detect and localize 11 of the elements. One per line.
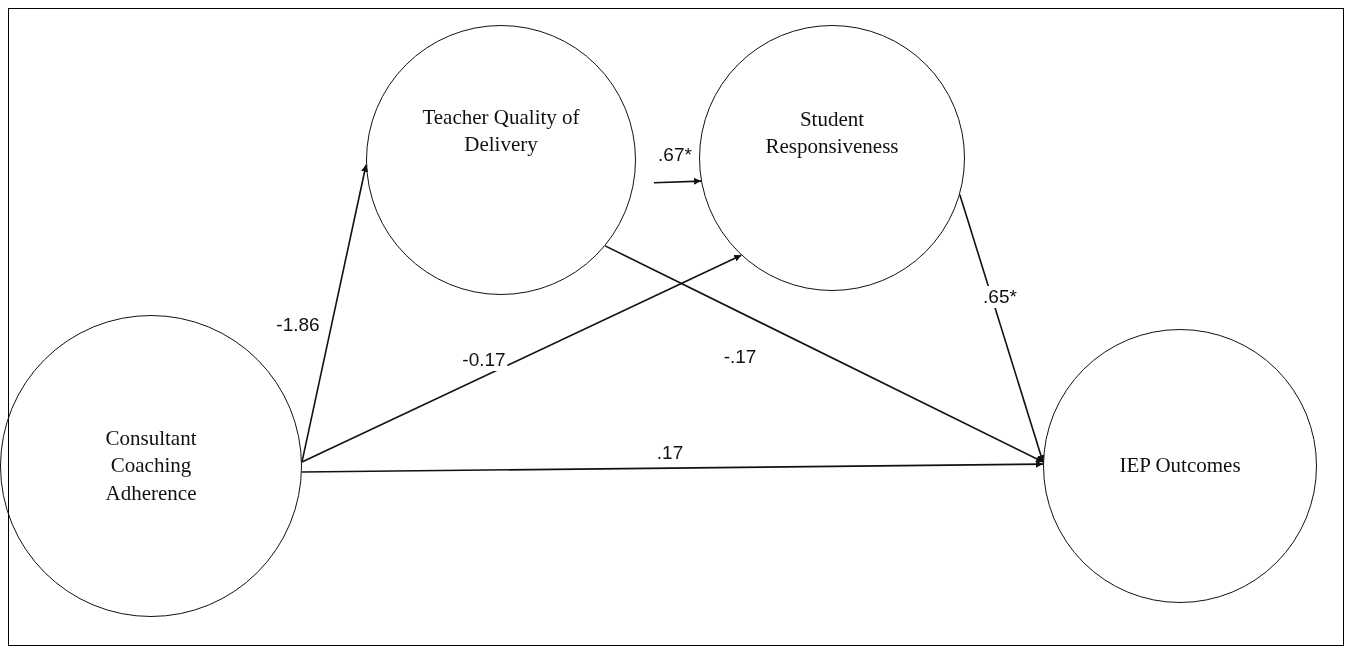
arrow — [959, 193, 1045, 463]
variable-name: Student Responsiveness — [764, 106, 900, 161]
variable-name: Teacher Quality of Delivery — [421, 104, 581, 159]
arrow — [301, 460, 1044, 473]
arrow — [301, 163, 369, 463]
variable-name: Consultant Coaching Adherence — [104, 425, 198, 507]
path-coefficient: .65* — [981, 286, 1019, 308]
arrow — [604, 245, 1044, 463]
variable-name: IEP Outcomes — [1118, 452, 1242, 480]
arrow — [653, 177, 702, 185]
arrow — [301, 254, 743, 463]
